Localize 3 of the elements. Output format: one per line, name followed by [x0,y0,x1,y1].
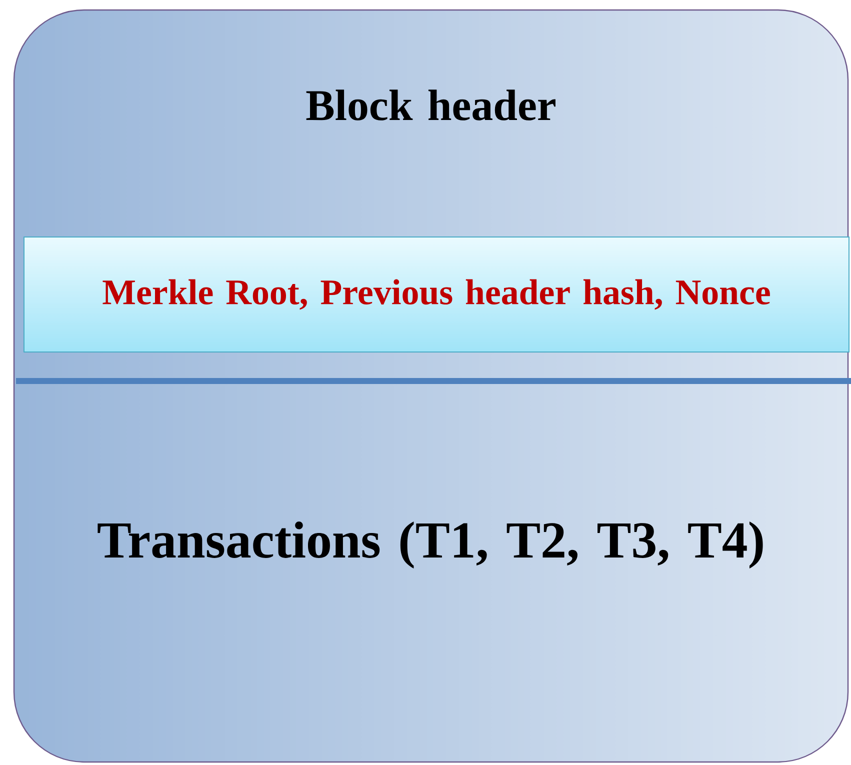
field-box: Merkle Root, Previous header hash, Nonce [24,236,850,352]
heading: Block header [306,90,556,120]
body-text: Transactions (T1, T2, T3, T4) [98,522,763,568]
